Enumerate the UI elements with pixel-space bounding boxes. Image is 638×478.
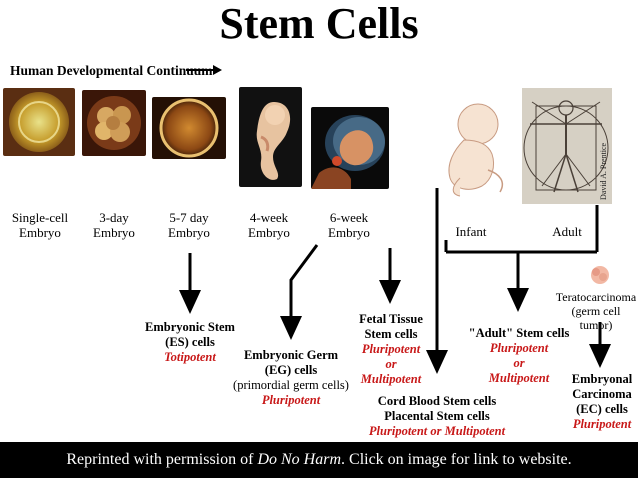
ec-cells-label: Embryonal Carcinoma (EC) cells Pluripote… (571, 372, 633, 431)
footer-pre: Reprinted with permission of (66, 451, 258, 468)
4-week-embryo-image (239, 87, 302, 187)
eg-arrow-head (280, 316, 302, 340)
6-week-embryo-image (311, 107, 389, 189)
footer-credit[interactable]: Reprinted with permission of Do No Harm.… (0, 442, 638, 478)
teratocarcinoma-label: Teratocarcinoma(germ cell tumor) (555, 290, 637, 332)
infant-drawing (448, 103, 504, 197)
adult-vitruvian-drawing: David A. Prentice (522, 88, 612, 204)
tumor-image (591, 266, 609, 284)
ec-arrow-head (589, 344, 611, 368)
adult-arrow-head (507, 288, 529, 312)
cord-blood-cells-label: Cord Blood Stem cells Placental Stem cel… (368, 394, 506, 438)
cord-arrow-head (426, 350, 448, 374)
fetal-arrow-head (379, 280, 401, 304)
page-title: Stem Cells (219, 0, 419, 48)
continuum-label: Human Developmental Continuum (10, 63, 213, 79)
eg-cells-label: Embryonic Germ (EG) cells (primordial ge… (222, 348, 360, 408)
artist-credit: David A. Prentice (599, 142, 608, 200)
continuum-text: Human Developmental Continuum (10, 63, 213, 78)
es-potency: Totipotent (164, 350, 216, 364)
es-cells-label: Embryonic Stem (ES) cells Totipotent (130, 320, 250, 365)
infant-label: Infant (455, 224, 487, 239)
single-cell-embryo-image (3, 88, 75, 156)
5-7-day-embryo-image (152, 97, 226, 159)
3-day-embryo-image (82, 90, 146, 156)
adult-label: Adult (552, 224, 582, 239)
es-arrow-head (179, 290, 201, 314)
footer-post: . Click on image for link to website. (341, 451, 572, 468)
eg-potency: Pluripotent (261, 393, 321, 407)
adult-cells-label: "Adult" Stem cells Pluripotent or Multip… (468, 326, 570, 385)
footer-source-title[interactable]: Do No Harm (257, 451, 342, 468)
fetal-cells-label: Fetal Tissue Stem cells Pluripotent or M… (359, 312, 423, 386)
